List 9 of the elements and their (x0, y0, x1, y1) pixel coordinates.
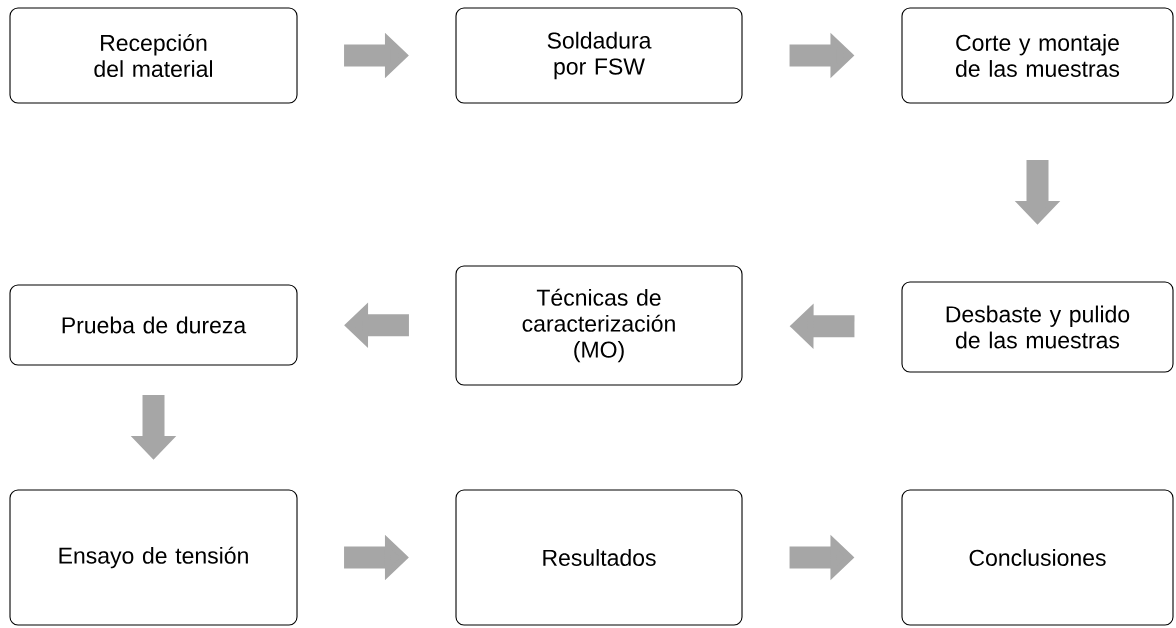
process-box: Recepción del material (9, 7, 298, 104)
process-box: Soldadura por FSW (455, 7, 743, 104)
process-box: Conclusiones (901, 489, 1174, 626)
process-box: Técnicas de caracterización (MO) (455, 265, 743, 386)
process-box: Resultados (455, 489, 743, 626)
process-box: Desbaste y pulido de las muestras (901, 281, 1174, 373)
process-box: Corte y montaje de las muestras (901, 7, 1174, 104)
process-box: Prueba de dureza (9, 284, 298, 366)
process-box: Ensayo de tensión (9, 489, 298, 626)
